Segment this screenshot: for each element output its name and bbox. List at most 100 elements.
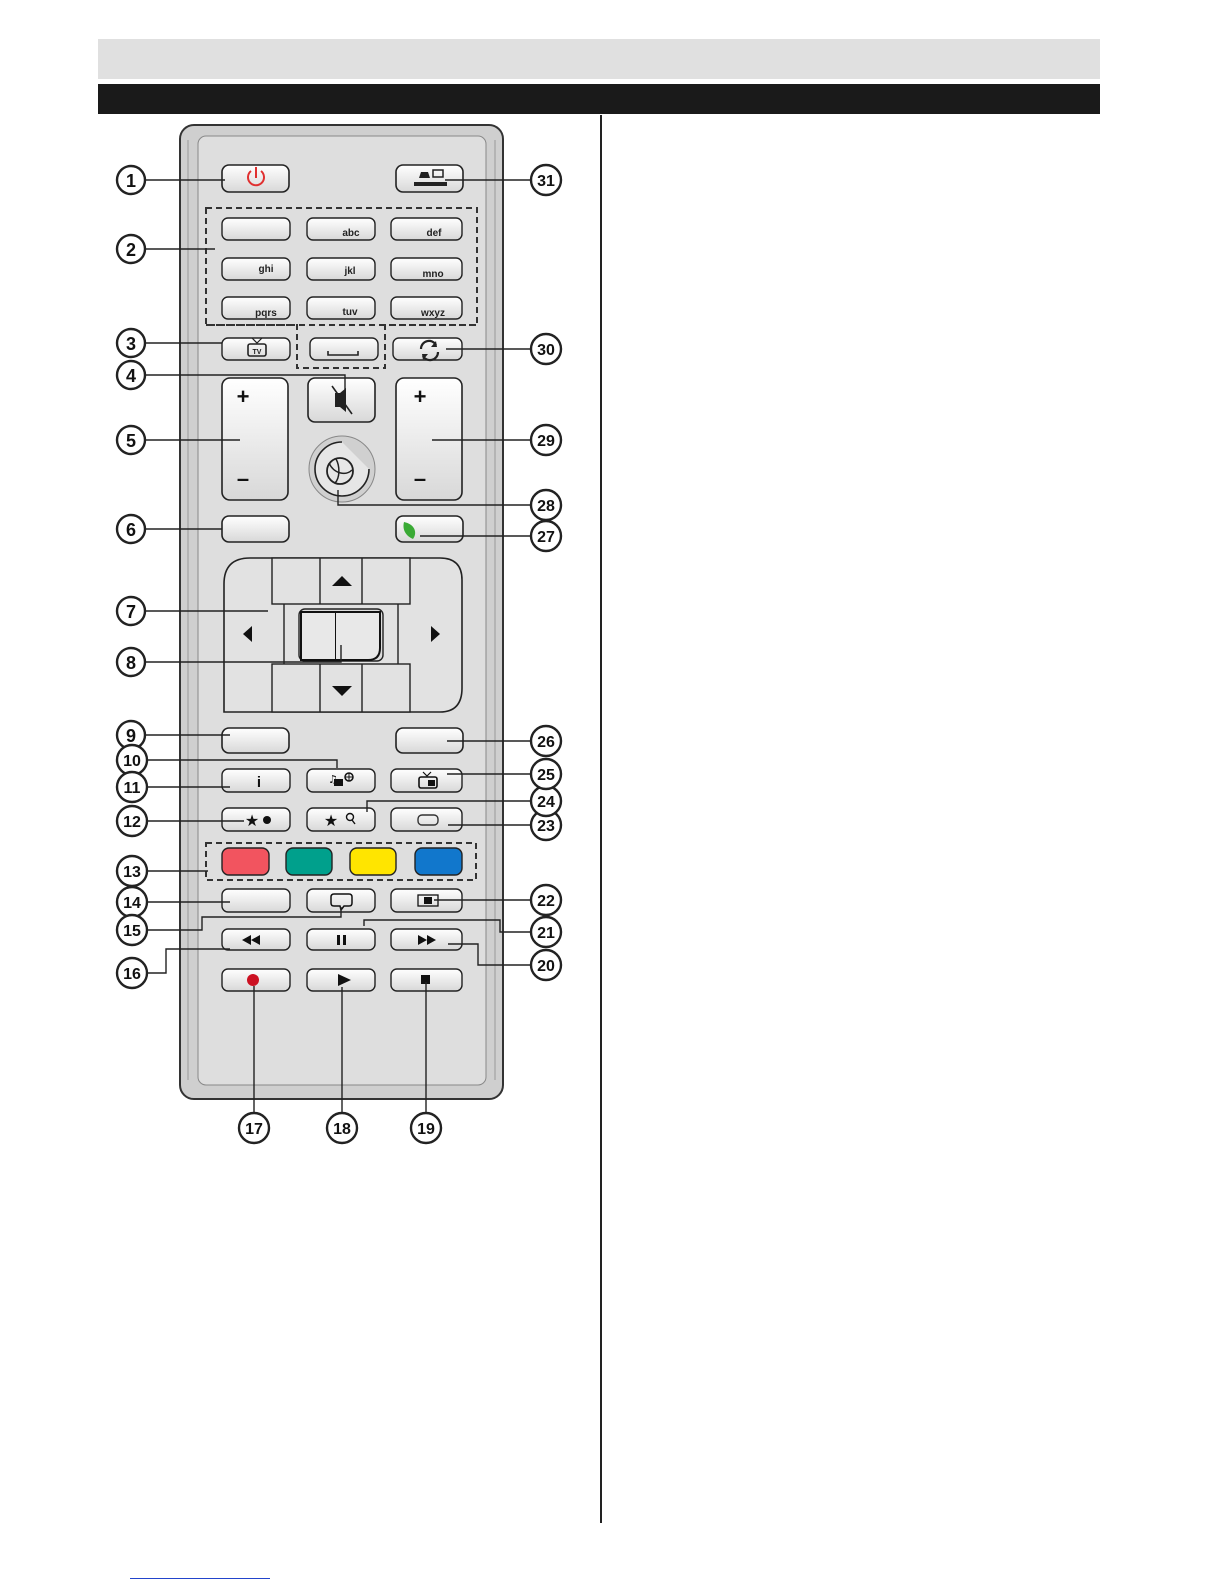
callout-13: 13 <box>117 856 147 886</box>
key-7[interactable]: pqrs <box>222 297 290 319</box>
volume-plus-label: + <box>237 384 250 409</box>
favourite-mode-button[interactable]: ★ <box>222 808 290 831</box>
callout-1: 1 <box>117 166 145 194</box>
key-0-button[interactable] <box>310 338 378 360</box>
nav-up-button[interactable] <box>272 558 410 604</box>
callout-8: 8 <box>117 648 145 676</box>
callout-28: 28 <box>531 490 561 520</box>
svg-text:5: 5 <box>126 431 136 451</box>
callout-6: 6 <box>117 515 145 543</box>
callout-2: 2 <box>117 235 145 263</box>
svg-text:20: 20 <box>537 958 555 975</box>
info-label: i <box>257 774 261 791</box>
key-4-label: ghi <box>259 264 274 275</box>
screen-button[interactable] <box>391 808 462 831</box>
program-rocker[interactable]: + – <box>396 378 462 500</box>
media-browser-button[interactable]: ♫ <box>307 769 375 792</box>
callout-7: 7 <box>117 597 145 625</box>
volume-rocker[interactable]: + – <box>222 378 288 500</box>
key-9-label: wxyz <box>420 308 445 319</box>
volume-minus-label: – <box>237 466 249 491</box>
key-8-label: tuv <box>343 307 358 318</box>
key-2-label: abc <box>342 228 360 239</box>
svg-text:28: 28 <box>537 498 555 515</box>
callout-19: 19 <box>411 1113 441 1143</box>
callout-20: 20 <box>531 950 561 980</box>
green-button[interactable] <box>286 848 332 875</box>
svg-text:19: 19 <box>417 1121 435 1138</box>
mute-button[interactable] <box>308 378 375 422</box>
program-minus-label: – <box>414 466 426 491</box>
epg-button[interactable] <box>391 769 462 792</box>
blue-button[interactable] <box>415 848 462 875</box>
key-9[interactable]: wxyz <box>391 297 462 319</box>
pause-button[interactable] <box>307 929 375 950</box>
quick-menu-button[interactable] <box>222 889 290 912</box>
callout-29: 29 <box>531 425 561 455</box>
svg-text:26: 26 <box>537 734 555 751</box>
internet-button[interactable] <box>309 436 375 502</box>
tv-button[interactable]: TV <box>222 338 290 360</box>
callout-22: 22 <box>531 885 561 915</box>
key-1[interactable] <box>222 218 290 240</box>
svg-text:★: ★ <box>324 811 338 830</box>
svg-text:3: 3 <box>126 334 136 354</box>
record-button[interactable] <box>222 969 290 991</box>
navigation-pad <box>224 558 462 712</box>
svg-text:1: 1 <box>126 171 136 191</box>
fast-forward-button[interactable] <box>391 929 462 950</box>
key-4[interactable]: ghi <box>222 258 290 280</box>
eco-button[interactable] <box>396 516 463 542</box>
svg-text:★: ★ <box>245 811 259 830</box>
svg-text:11: 11 <box>124 780 141 797</box>
callout-12: 12 <box>117 806 147 836</box>
power-button[interactable] <box>222 165 289 192</box>
back-button[interactable] <box>222 728 289 753</box>
callout-11: 11 <box>117 772 147 802</box>
record-icon <box>247 974 259 986</box>
callout-4: 4 <box>117 361 145 389</box>
program-plus-label: + <box>414 384 427 409</box>
svg-text:23: 23 <box>537 818 555 835</box>
search-button[interactable]: ★ <box>307 808 375 831</box>
callout-10: 10 <box>117 745 147 775</box>
svg-text:21: 21 <box>537 925 555 942</box>
svg-text:2: 2 <box>126 240 136 260</box>
svg-text:8: 8 <box>126 653 136 673</box>
callout-24: 24 <box>531 786 561 816</box>
svg-text:30: 30 <box>537 342 555 359</box>
callout-27: 27 <box>531 521 561 551</box>
key-5[interactable]: jkl <box>307 258 375 280</box>
svg-text:24: 24 <box>537 794 555 811</box>
red-button[interactable] <box>222 848 269 875</box>
key-6[interactable]: mno <box>391 258 462 280</box>
menu-button[interactable] <box>222 516 289 542</box>
callout-17: 17 <box>239 1113 269 1143</box>
svg-text:12: 12 <box>123 814 141 831</box>
nav-down-button[interactable] <box>272 664 410 712</box>
svg-text:14: 14 <box>123 895 141 912</box>
callout-31: 31 <box>531 165 561 195</box>
callout-3: 3 <box>117 329 145 357</box>
callout-18: 18 <box>327 1113 357 1143</box>
svg-text:29: 29 <box>537 433 555 450</box>
svg-text:17: 17 <box>245 1121 263 1138</box>
callout-5: 5 <box>117 426 145 454</box>
key-7-label: pqrs <box>255 308 277 319</box>
key-3-label: def <box>427 228 443 239</box>
play-button[interactable] <box>307 969 375 991</box>
svg-text:18: 18 <box>333 1121 351 1138</box>
svg-text:22: 22 <box>537 893 555 910</box>
source-button[interactable] <box>396 165 463 192</box>
key-5-label: jkl <box>343 266 355 277</box>
svg-text:27: 27 <box>537 529 555 546</box>
info-button[interactable]: i <box>222 769 290 792</box>
key-3[interactable]: def <box>391 218 462 240</box>
yellow-button[interactable] <box>350 848 396 875</box>
svg-text:9: 9 <box>126 726 136 746</box>
key-8[interactable]: tuv <box>307 297 375 319</box>
rewind-button[interactable] <box>222 929 290 950</box>
key-2[interactable]: abc <box>307 218 375 240</box>
svg-text:6: 6 <box>126 520 136 540</box>
